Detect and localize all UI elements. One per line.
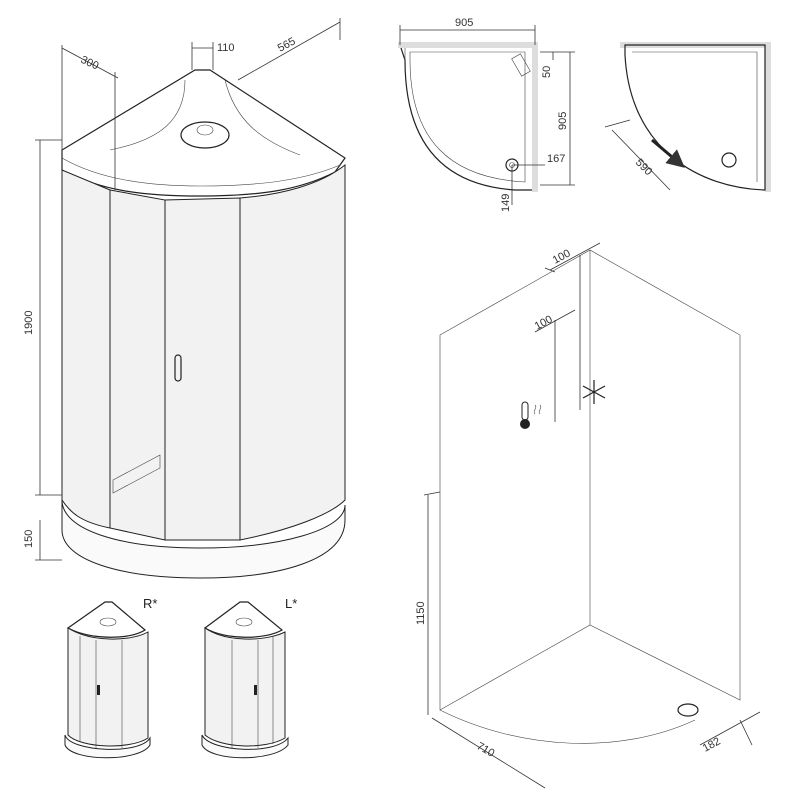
door-direction-arrow-icon [651, 138, 685, 168]
floor-drain-icon [677, 703, 699, 717]
right-door-glass [164, 197, 241, 541]
main-cabin-view: 110 300 565 1900 150 [23, 18, 346, 579]
variant-right: R* [64, 596, 157, 759]
dim-plan-width: 905 [455, 17, 473, 29]
dim-offset-a: 100 [551, 247, 573, 266]
variant-left: L* [201, 596, 297, 759]
dim-outlet-height: 1150 [415, 601, 427, 625]
door-handle [174, 354, 182, 382]
thermometer-icon [520, 401, 542, 429]
dim-tray-height: 150 [23, 530, 35, 548]
dim-drain-y: 149 [500, 194, 512, 212]
variant-right-label: R* [143, 596, 157, 611]
door-opening-view: 590 [604, 42, 771, 192]
cabin-roof [61, 69, 346, 197]
dim-drain-offset: 182 [701, 735, 723, 754]
door-view-drain-icon [721, 152, 737, 168]
variant-l-shower-icon [235, 617, 253, 627]
dim-right-depth: 565 [276, 35, 298, 54]
installation-view: 100 100 1150 710 182 [415, 242, 761, 789]
overhead-shower-icon [180, 121, 230, 149]
dim-plan-depth: 905 [557, 112, 569, 130]
dim-plan-offset-top: 50 [541, 66, 553, 78]
variant-r-shower-icon [99, 617, 117, 627]
snowflake-icon [582, 380, 606, 404]
right-panel [239, 163, 346, 541]
tray-outline [439, 709, 696, 744]
dim-door-opening: 590 [633, 157, 654, 178]
dim-top-width: 110 [217, 42, 235, 54]
dim-height: 1900 [23, 311, 35, 335]
dim-left-depth: 300 [79, 54, 101, 73]
plan-outline [399, 44, 536, 191]
left-panel [61, 169, 111, 529]
left-door-glass [109, 189, 166, 541]
seat [112, 454, 161, 494]
variant-left-label: L* [285, 596, 297, 611]
shower-tray [61, 499, 346, 579]
plan-view: 905 905 50 167 149 [398, 17, 575, 212]
dim-drain-x: 167 [547, 153, 565, 165]
dim-wall-length: 710 [475, 740, 497, 760]
dim-offset-b: 100 [533, 313, 555, 332]
